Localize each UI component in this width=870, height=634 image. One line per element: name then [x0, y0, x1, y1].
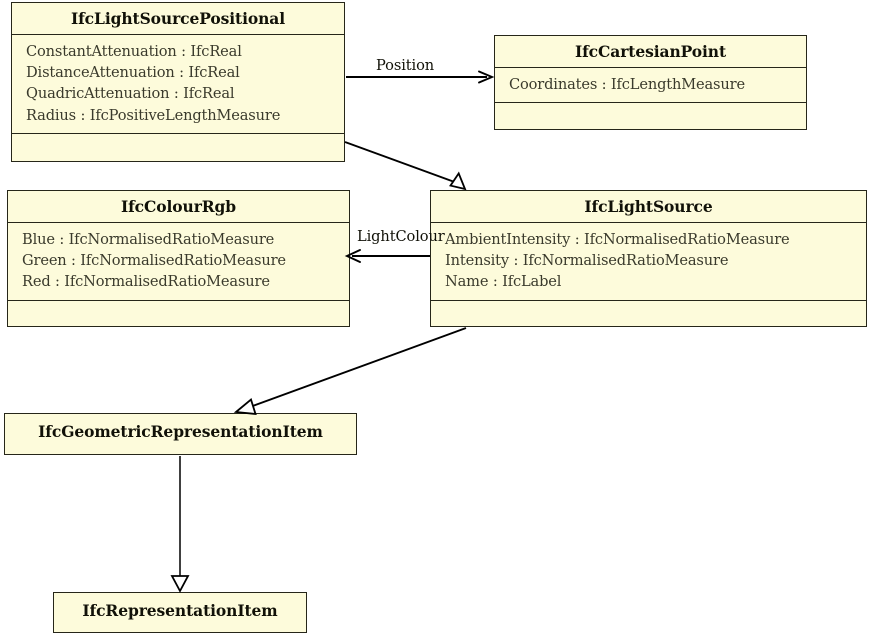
- edge-gen1-arrowhead: [449, 171, 467, 191]
- edge-generalization-geomrep-repritem[interactable]: [170, 456, 190, 593]
- edge-label-lightcolour: LightColour: [357, 228, 445, 245]
- compartment-divider: [12, 132, 344, 134]
- attribute-row: AmbientIntensity : IfcNormalisedRatioMea…: [445, 231, 790, 249]
- attribute-compartment: AmbientIntensity : IfcNormalisedRatioMea…: [431, 223, 866, 300]
- operation-compartment: [431, 301, 866, 326]
- attribute-row: QuadricAttenuation : IfcReal: [26, 85, 235, 103]
- class-name-ifcrepresentationitem: IfcRepresentationItem: [82, 601, 278, 620]
- class-name-ifclightsourcepositional: IfcLightSourcePositional: [70, 9, 286, 28]
- attribute-row: Name : IfcLabel: [445, 273, 562, 291]
- edge-generalization-lightsource-geomrep[interactable]: [233, 327, 467, 416]
- compartment-divider: [431, 299, 866, 301]
- edge-position-arrowhead: [478, 70, 495, 84]
- class-box-ifclightsourcepositional[interactable]: IfcLightSourcePositional ConstantAttenua…: [11, 2, 345, 162]
- class-name-ifccartesianpoint: IfcCartesianPoint: [574, 42, 727, 61]
- compartment-divider: [431, 222, 866, 224]
- class-box-ifclightsource[interactable]: IfcLightSource AmbientIntensity : IfcNor…: [430, 190, 867, 327]
- attribute-compartment: ConstantAttenuation : IfcReal DistanceAt…: [12, 35, 344, 133]
- edge-gen1-line: [344, 141, 461, 185]
- attribute-row: ConstantAttenuation : IfcReal: [26, 43, 242, 61]
- edge-gen2-line: [249, 327, 467, 408]
- compartment-divider: [495, 102, 806, 104]
- attribute-row: DistanceAttenuation : IfcReal: [26, 64, 240, 82]
- class-name-ifclightsource: IfcLightSource: [584, 197, 713, 216]
- attribute-compartment: Coordinates : IfcLengthMeasure: [495, 68, 806, 102]
- compartment-divider: [495, 67, 806, 69]
- class-box-ifcrepresentationitem[interactable]: IfcRepresentationItem: [53, 592, 307, 633]
- attribute-row: Blue : IfcNormalisedRatioMeasure: [22, 231, 275, 249]
- attribute-compartment: Blue : IfcNormalisedRatioMeasure Green :…: [8, 223, 349, 300]
- edge-generalization-positional-lightsource[interactable]: [344, 141, 467, 191]
- attribute-row: Intensity : IfcNormalisedRatioMeasure: [445, 252, 729, 270]
- operation-compartment: [8, 301, 349, 326]
- class-box-ifcgeometricrepresentationitem[interactable]: IfcGeometricRepresentationItem: [4, 413, 357, 455]
- compartment-divider: [8, 222, 349, 224]
- compartment-divider: [12, 34, 344, 36]
- edge-gen2-arrowhead: [233, 398, 257, 416]
- attribute-row: Radius : IfcPositiveLengthMeasure: [26, 106, 281, 124]
- edge-label-position: Position: [376, 57, 435, 74]
- attribute-row: Red : IfcNormalisedRatioMeasure: [22, 273, 270, 291]
- class-box-ifccartesianpoint[interactable]: IfcCartesianPoint Coordinates : IfcLengt…: [494, 35, 807, 130]
- class-name-ifccolourrgb: IfcColourRgb: [120, 197, 237, 216]
- class-name-ifcgeometricrepresentationitem: IfcGeometricRepresentationItem: [38, 422, 323, 441]
- edge-gen3-arrowhead: [170, 575, 190, 593]
- compartment-divider: [8, 299, 349, 301]
- attribute-row: Green : IfcNormalisedRatioMeasure: [22, 252, 286, 270]
- operation-compartment: [495, 103, 806, 129]
- attribute-row: Coordinates : IfcLengthMeasure: [509, 76, 745, 94]
- operation-compartment: [12, 134, 344, 161]
- class-box-ifccolourrgb[interactable]: IfcColourRgb Blue : IfcNormalisedRatioMe…: [7, 190, 350, 327]
- edge-lightcolour[interactable]: [344, 249, 430, 263]
